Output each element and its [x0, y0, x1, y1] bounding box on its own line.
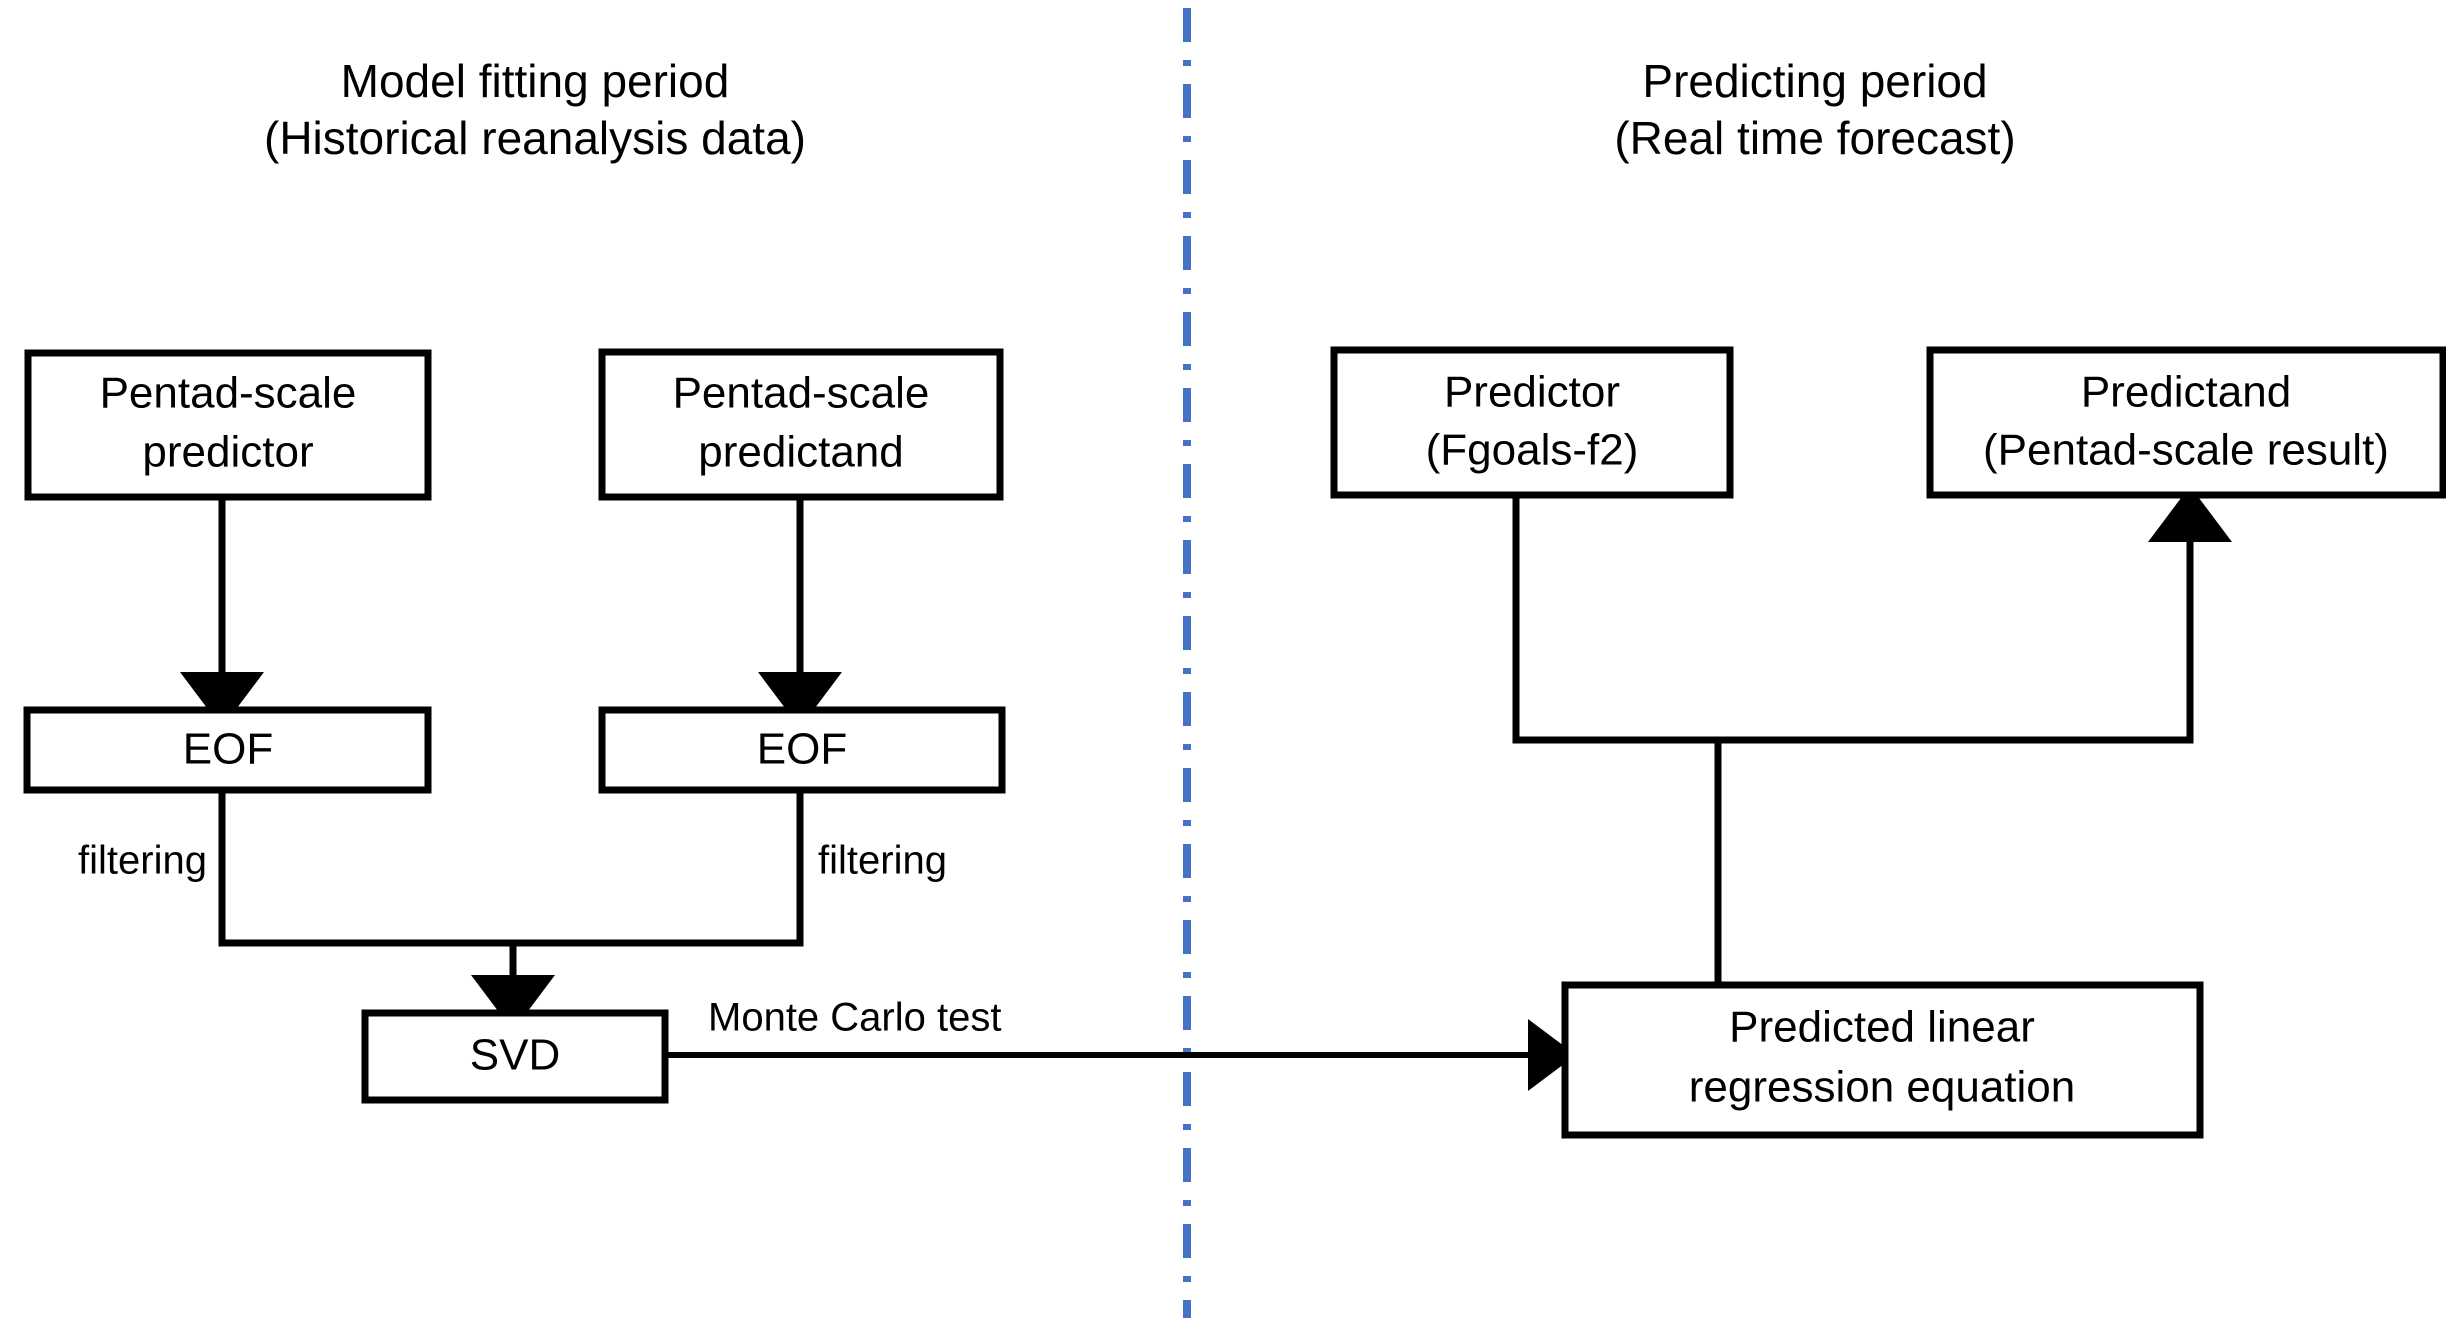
filtering-left-label: filtering — [78, 839, 207, 883]
eof-left-label: EOF — [183, 725, 273, 774]
node-pentad-predictor[interactable]: Pentad-scale predictor — [24, 349, 432, 501]
pentad-predictand-line1: Pentad-scale — [673, 369, 930, 418]
predictand-line1: Predictand — [2081, 368, 2291, 417]
regression-line1: Predicted linear — [1729, 1003, 2035, 1052]
node-eof-right[interactable]: EOF — [598, 706, 1006, 794]
edge-predictor-to-predictand — [1512, 486, 2232, 744]
left-title-line2: (Historical reanalysis data) — [264, 112, 806, 164]
monte-carlo-test-label: Monte Carlo test — [708, 996, 1001, 1040]
node-svd[interactable]: SVD — [361, 1009, 669, 1104]
predictand-line2: (Pentad-scale result) — [1983, 426, 2389, 475]
node-predictor[interactable]: Predictor (Fgoals-f2) — [1330, 346, 1734, 499]
right-section-title: Predicting period (Real time forecast) — [1614, 55, 2015, 164]
svd-label: SVD — [470, 1031, 560, 1080]
right-title-line2: (Real time forecast) — [1614, 112, 2015, 164]
predictor-line2: (Fgoals-f2) — [1426, 426, 1639, 475]
pentad-predictand-line2: predictand — [698, 428, 903, 477]
regression-line2: regression equation — [1689, 1063, 2075, 1112]
pentad-predictor-line2: predictor — [142, 428, 313, 477]
left-section-title: Model fitting period (Historical reanaly… — [264, 55, 806, 164]
left-title-line1: Model fitting period — [341, 55, 730, 107]
eof-right-label: EOF — [757, 725, 847, 774]
node-pentad-predictand[interactable]: Pentad-scale predictand — [598, 348, 1004, 501]
node-predictand[interactable]: Predictand (Pentad-scale result) — [1926, 346, 2446, 499]
predictor-line1: Predictor — [1444, 368, 1620, 417]
node-regression-equation[interactable]: Predicted linear regression equation — [1561, 981, 2204, 1139]
node-eof-left[interactable]: EOF — [23, 706, 432, 794]
filtering-right-label: filtering — [818, 839, 947, 883]
edge-eof-merge — [218, 790, 804, 947]
pentad-predictor-line1: Pentad-scale — [100, 369, 357, 418]
right-title-line1: Predicting period — [1642, 55, 1987, 107]
